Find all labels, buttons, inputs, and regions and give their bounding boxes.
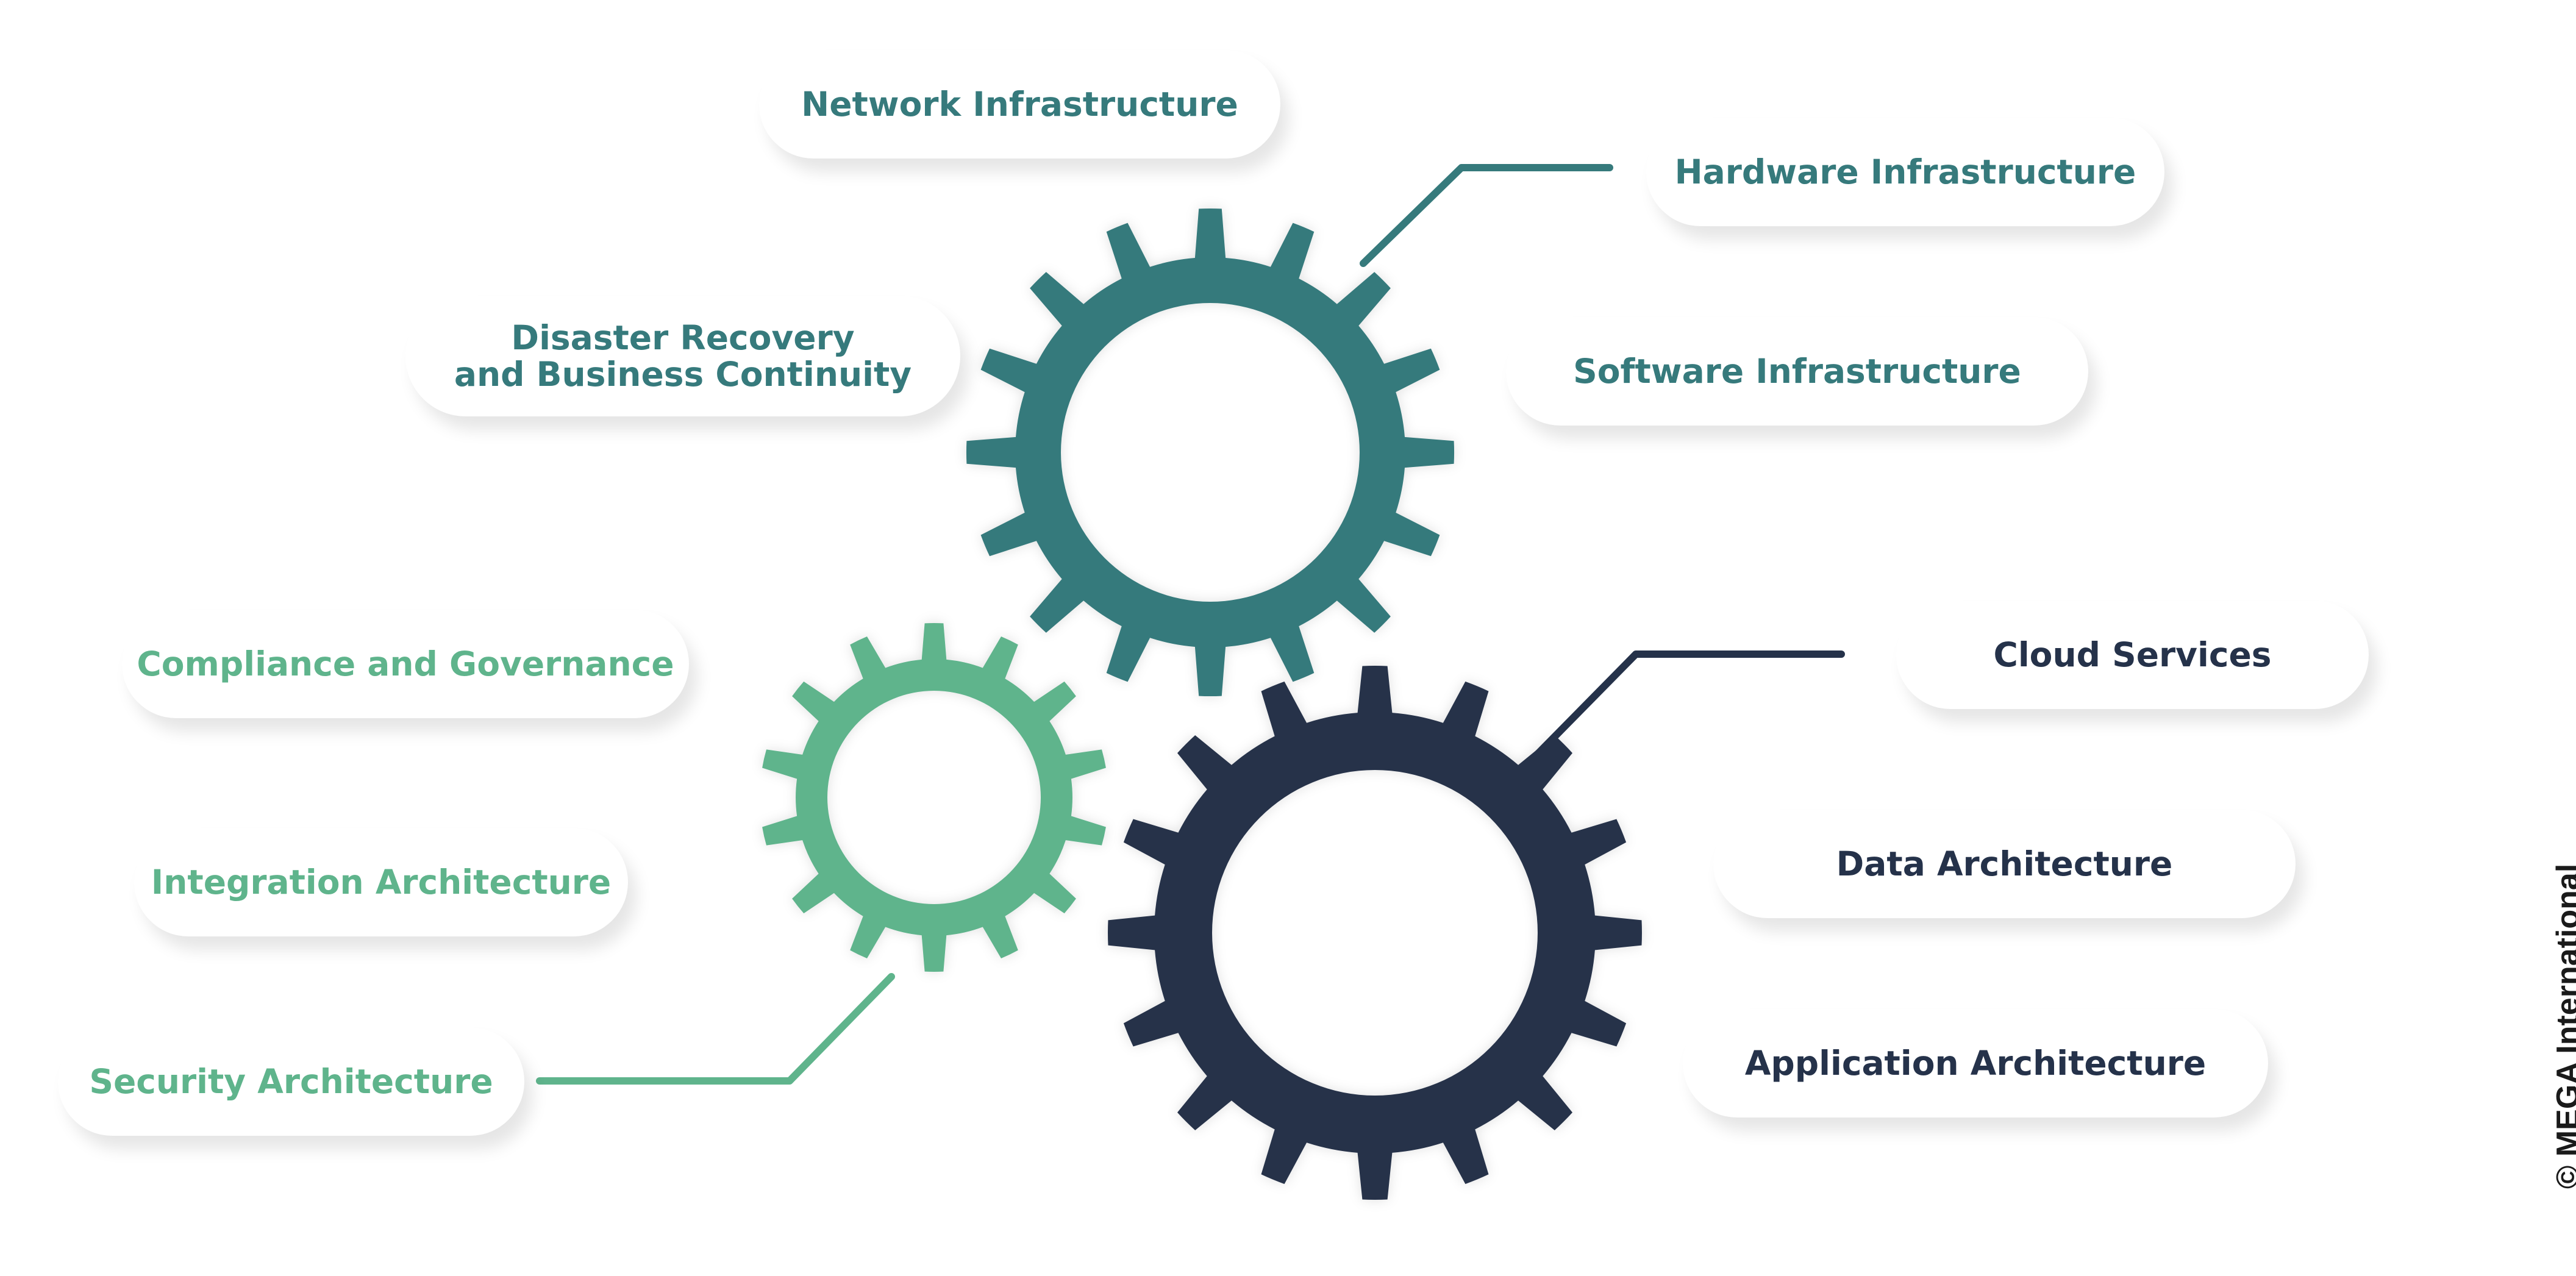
- label-software-infrastructure: Software Infrastructure: [1506, 317, 2088, 426]
- label-text-line-1: Disaster Recovery: [511, 318, 855, 357]
- label-cloud-services: Cloud Services: [1896, 601, 2369, 709]
- green-gear-icon: [762, 622, 1106, 972]
- cloud-connector-line: [1519, 650, 1845, 773]
- label-hardware-infrastructure: Hardware Infrastructure: [1646, 118, 2164, 226]
- label-text: Network Infrastructure: [801, 85, 1238, 124]
- label-security-architecture: Security Architecture: [58, 1027, 524, 1136]
- label-text: Software Infrastructure: [1573, 352, 2021, 391]
- label-application-architecture: Application Architecture: [1683, 1009, 2268, 1117]
- label-text: Data Architecture: [1836, 844, 2173, 883]
- hardware-connector-line: [1360, 164, 1613, 267]
- label-text: Integration Architecture: [151, 863, 612, 902]
- label-disaster-recovery: Disaster Recovery and Business Continuit…: [405, 296, 960, 416]
- security-connector-line: [536, 973, 895, 1085]
- teal-gear-icon: [966, 208, 1455, 697]
- label-text: Hardware Infrastructure: [1674, 152, 2136, 191]
- label-text-line-2: and Business Continuity: [454, 355, 912, 394]
- label-text: Cloud Services: [1993, 635, 2272, 674]
- navy-gear-icon: [1108, 666, 1642, 1200]
- label-text: Application Architecture: [1744, 1044, 2207, 1083]
- label-data-architecture: Data Architecture: [1713, 810, 2296, 918]
- label-text: Security Architecture: [89, 1062, 493, 1101]
- label-compliance-governance: Compliance and Governance: [122, 610, 689, 718]
- label-integration-architecture: Integration Architecture: [134, 828, 628, 936]
- label-network-infrastructure: Network Infrastructure: [759, 50, 1280, 159]
- label-text: Compliance and Governance: [137, 644, 674, 683]
- copyright-text: © MEGA International: [2550, 863, 2576, 1189]
